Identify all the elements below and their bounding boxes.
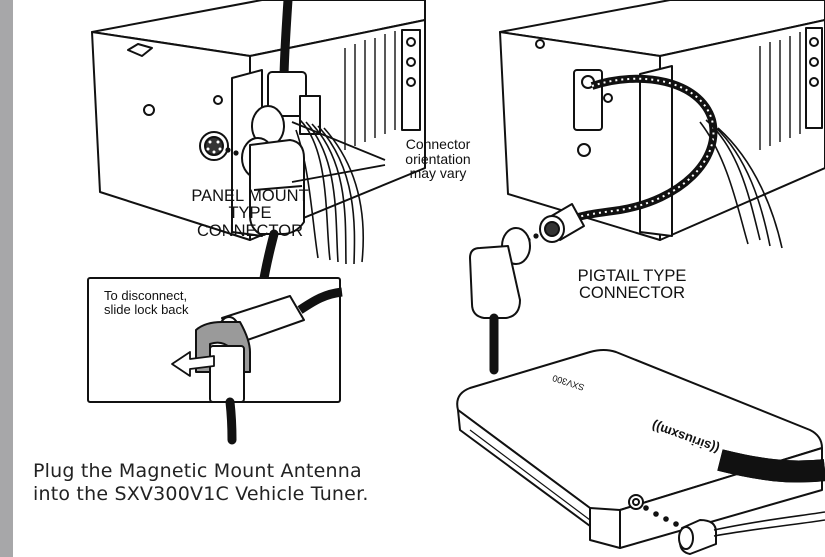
page-side-bar [0, 0, 13, 557]
orientation-note-line1: Connector [405, 136, 471, 152]
orientation-note-line2: orientation [405, 150, 471, 167]
disconnect-note: To disconnect, slide lock back [104, 288, 189, 317]
vehicle-tuner: SXV300 [456, 349, 823, 549]
tuner-antenna-plug [678, 519, 717, 555]
disconnect-note-line1: To disconnect, [104, 288, 188, 303]
orientation-note-line3: may vary [409, 165, 467, 182]
disconnect-note-line2: slide lock back [104, 301, 189, 317]
panel-mount-label-line1: PANEL MOUNT [191, 187, 309, 205]
pigtail-label: PIGTAIL TYPE CONNECTOR [562, 267, 702, 303]
panel-mount-label: PANEL MOUNT TYPE CONNECTOR [180, 187, 320, 240]
instruction-text: Plug the Magnetic Mount Antenna into the… [33, 460, 369, 506]
pigtail-label-line1: PIGTAIL TYPE [577, 267, 687, 285]
pigtail-label-line2: CONNECTOR [578, 284, 686, 303]
radio-unit-right [499, 0, 825, 241]
instruction-line1: Plug the Magnetic Mount Antenna [33, 460, 362, 482]
panel-mount-plug [241, 137, 305, 235]
radio-unit-left [91, 0, 426, 241]
pigtail-plug [469, 227, 531, 319]
panel-mount-label-line2: TYPE CONNECTOR [196, 204, 304, 240]
instruction-line2: into the SXV300V1C Vehicle Tuner. [33, 482, 369, 505]
pigtail-connector [539, 203, 585, 243]
orientation-note: Connector orientation may vary [388, 137, 488, 181]
